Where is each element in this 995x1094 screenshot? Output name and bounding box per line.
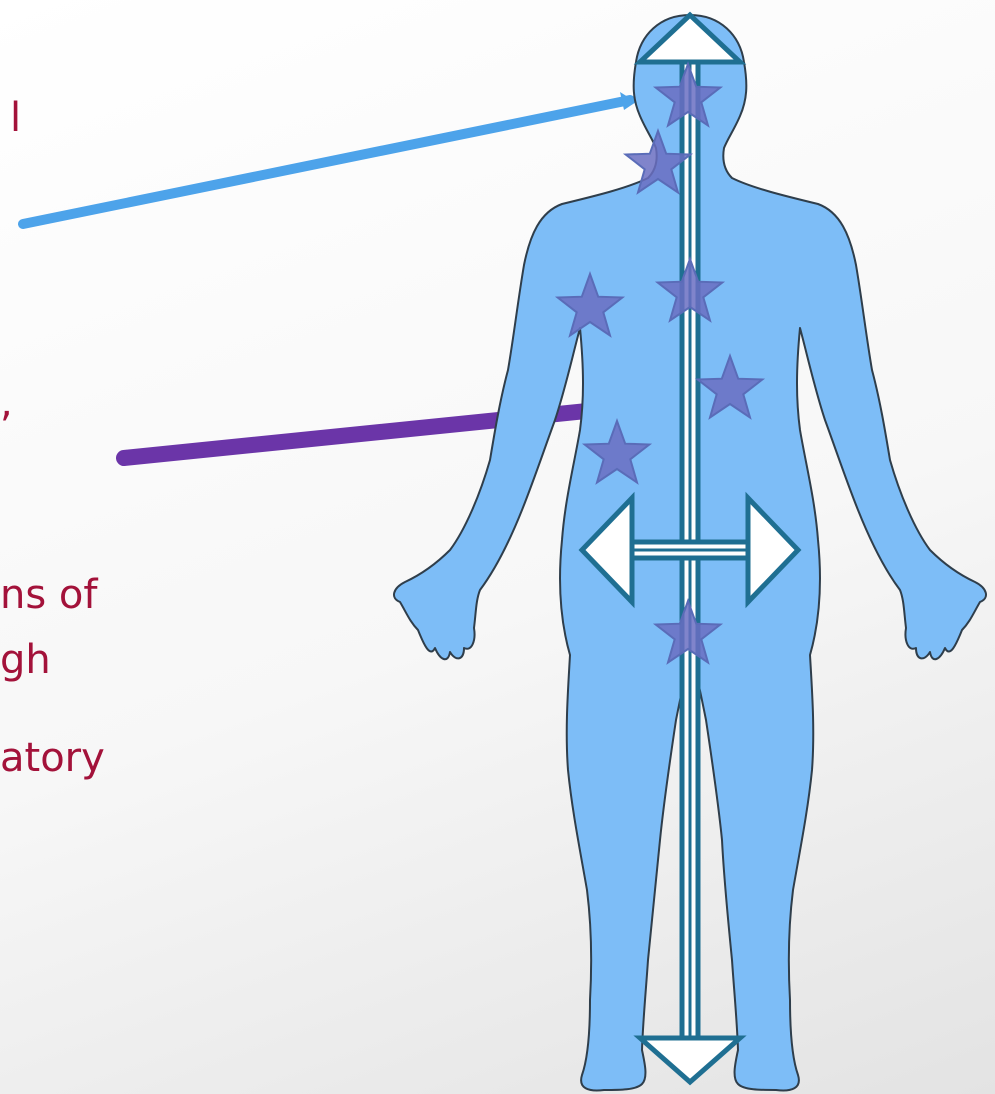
pointer-arrow-blue — [23, 92, 636, 224]
